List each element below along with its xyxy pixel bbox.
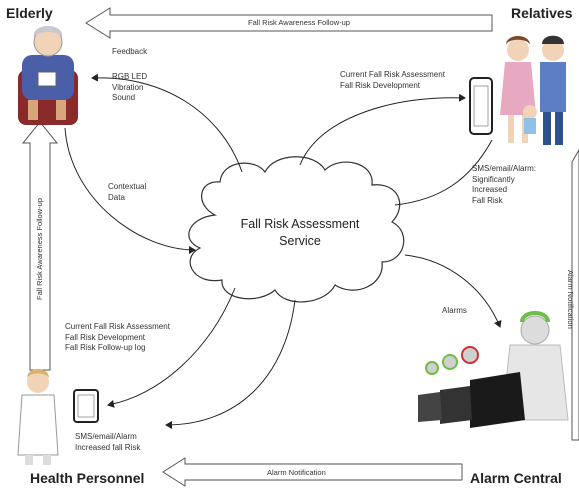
alarm-central-label: Alarm Central — [470, 470, 562, 486]
contextual-data-line: Data — [108, 192, 125, 202]
contextual-data-label: Contextual Data — [108, 182, 146, 203]
feedback-item: RGB LED — [112, 72, 148, 81]
contextual-data-curve — [64, 127, 196, 254]
relatives-sms-line: SMS/email/Alarm: — [472, 164, 537, 173]
health-personnel-illustration — [17, 369, 59, 465]
relatives-sms-curve — [394, 139, 493, 206]
alarms-label: Alarms — [442, 306, 467, 315]
relatives-sms-label: SMS/email/Alarm: Significantly Increased… — [472, 164, 536, 206]
top-arrow-label: Fall Risk Awareness Follow-up — [248, 18, 350, 27]
bottom-block-arrow — [162, 457, 463, 487]
health-info-label: Current Fall Risk Assessment Fall Risk D… — [65, 322, 170, 354]
alarm-central-illustration — [418, 311, 569, 428]
feedback-item: Vibration — [112, 82, 144, 92]
right-arrow-label: Alarm Notification — [566, 270, 575, 329]
cloud-title-line2: Service — [279, 234, 321, 248]
health-info-line: Current Fall Risk Assessment — [65, 322, 170, 331]
feedback-curve — [91, 73, 243, 173]
alarms-curve — [404, 254, 502, 328]
relatives-info-curve — [299, 93, 466, 166]
tablet-icon — [73, 389, 99, 423]
health-sms-line: Increased fall Risk — [75, 442, 141, 452]
bottom-arrow-label: Alarm Notification — [267, 468, 326, 477]
health-personnel-label: Health Personnel — [30, 470, 145, 486]
relatives-sms-line: Significantly — [472, 174, 515, 184]
health-sms-curve — [165, 299, 296, 429]
relatives-label: Relatives — [511, 5, 573, 21]
relatives-illustration — [500, 35, 566, 145]
relatives-info-line: Current Fall Risk Assessment — [340, 70, 445, 79]
cloud-shape — [188, 156, 405, 303]
contextual-data-line: Contextual — [108, 182, 147, 191]
cloud-title: Fall Risk Assessment Service — [215, 216, 385, 250]
feedback-item: Sound — [112, 93, 136, 102]
health-sms-line: SMS/email/Alarm — [75, 432, 137, 441]
relatives-info-label: Current Fall Risk Assessment Fall Risk D… — [340, 70, 445, 91]
feedback-label: Feedback — [112, 47, 148, 56]
health-info-line: Fall Risk Follow-up log — [65, 343, 146, 352]
relatives-info-line: Fall Risk Development — [340, 80, 421, 90]
relatives-sms-line: Increased — [472, 185, 508, 194]
health-info-line: Fall Risk Development — [65, 332, 146, 342]
elderly-label: Elderly — [6, 5, 53, 21]
cloud-title-line1: Fall Risk Assessment — [240, 217, 360, 231]
top-block-arrow — [85, 7, 493, 39]
feedback-items: RGB LED Vibration Sound — [112, 72, 147, 104]
smartphone-icon — [469, 77, 493, 135]
health-sms-label: SMS/email/Alarm Increased fall Risk — [75, 432, 140, 453]
health-info-curve — [107, 287, 236, 408]
relatives-sms-line: Fall Risk — [472, 195, 503, 205]
right-vertical-block-arrow — [571, 149, 579, 441]
elderly-illustration — [18, 26, 78, 125]
left-arrow-label: Fall Risk Awareness Follow-up — [35, 198, 44, 300]
